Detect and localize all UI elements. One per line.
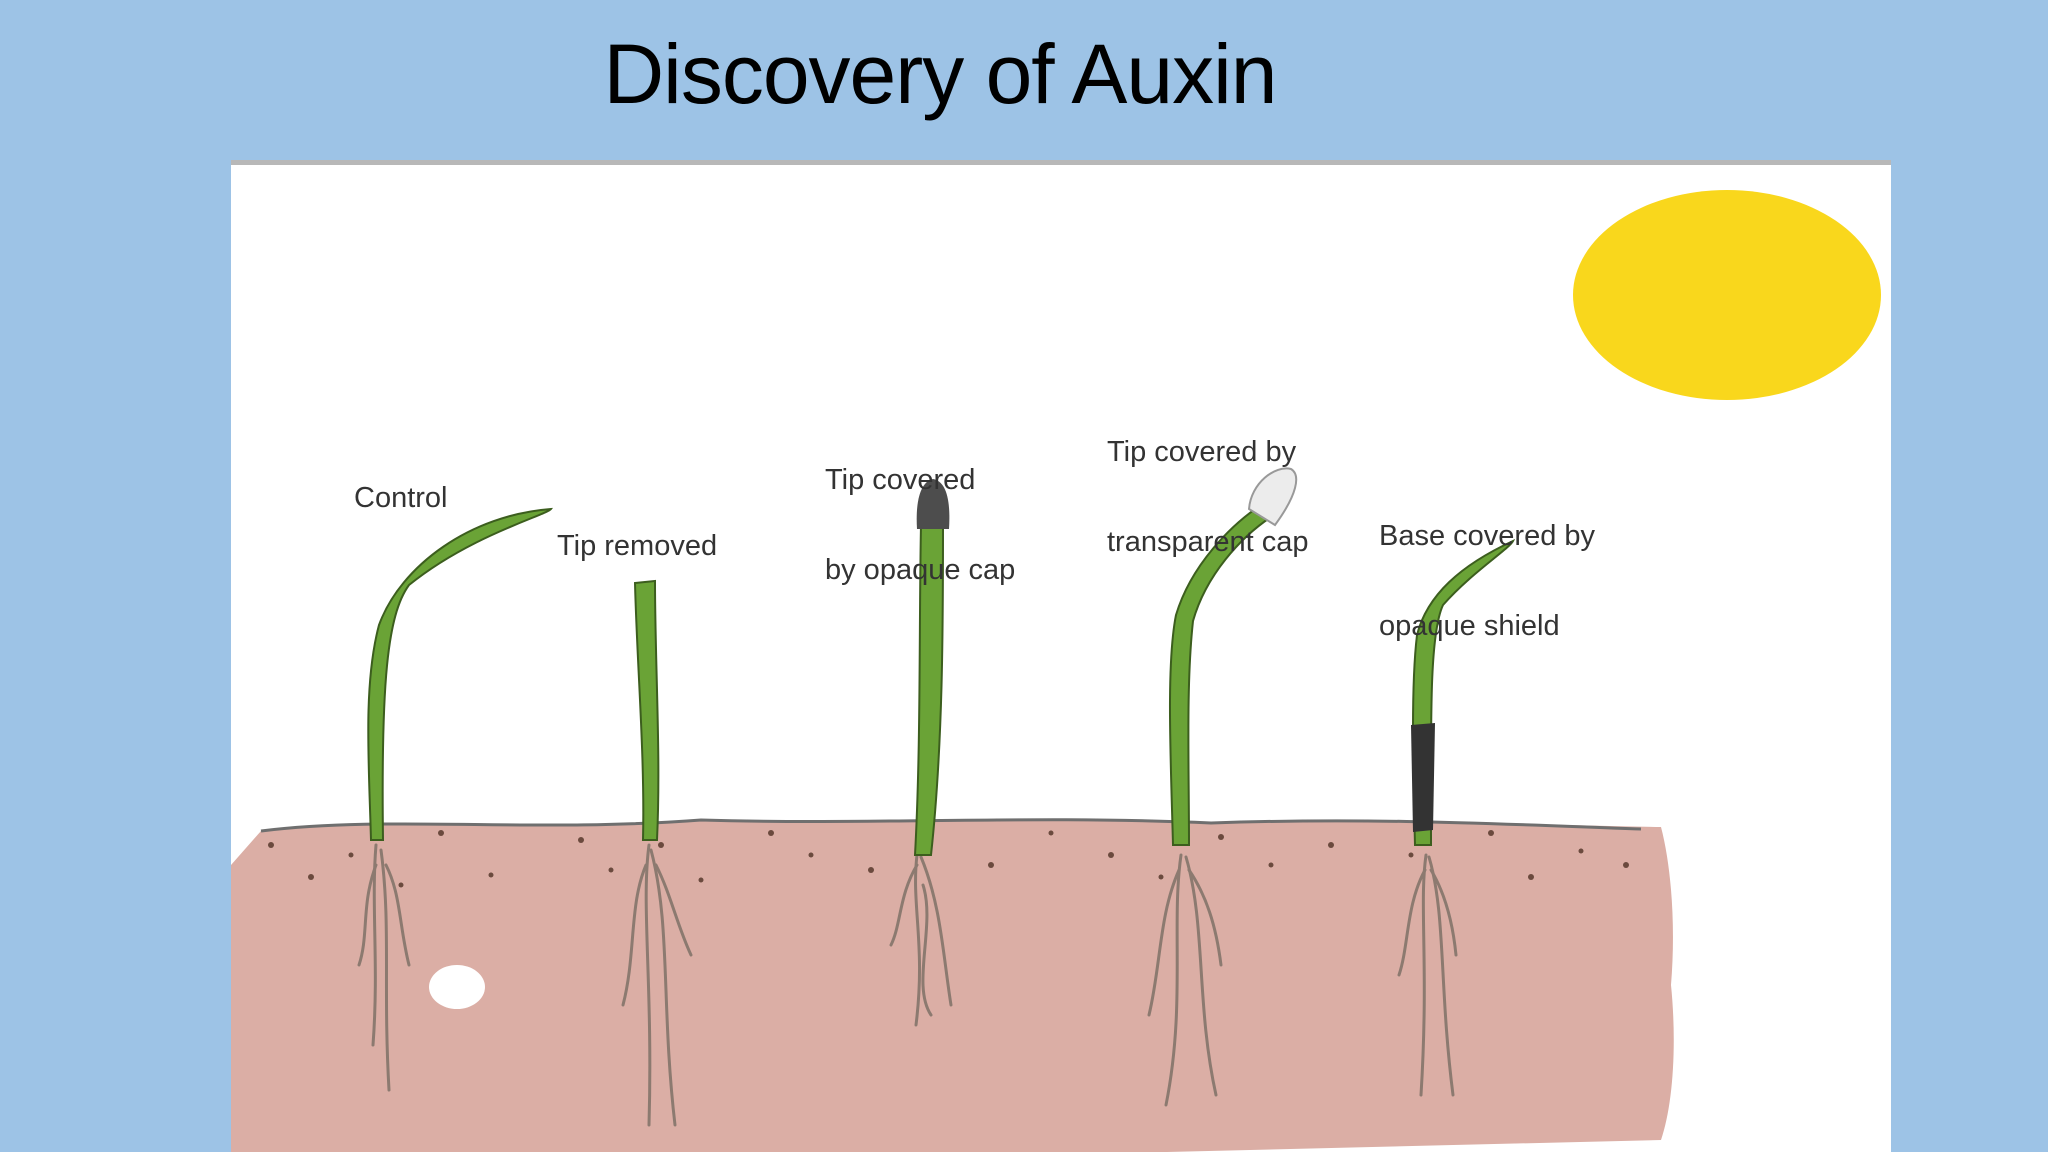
seedling-icon <box>633 579 660 841</box>
opaque-cap <box>916 479 950 529</box>
label-opaque-cap-line-2: by opaque cap <box>825 554 1016 586</box>
label-transparent-cap: Tip covered by transparent cap <box>1107 377 1309 617</box>
transparent-cap <box>1247 467 1298 527</box>
seedling-icon <box>367 507 553 841</box>
seedling-icon <box>1412 538 1516 846</box>
opaque-shield <box>1411 723 1435 832</box>
roots <box>357 843 1458 1127</box>
pebble-icon <box>429 965 485 1009</box>
seedling-icon <box>913 524 945 856</box>
label-opaque-shield-line-2: opaque shield <box>1379 610 1560 642</box>
auxin-experiment-figure: Control Tip removed Tip covered by opaqu… <box>231 160 1891 1152</box>
sun-icon <box>1573 190 1881 400</box>
soil-icon <box>231 819 1674 1152</box>
soil-specks <box>268 830 1629 888</box>
label-opaque-cap: Tip covered by opaque cap <box>825 405 1015 645</box>
label-tip-removed: Tip removed <box>557 530 718 562</box>
soil-surface-line <box>260 818 1642 833</box>
label-opaque-shield-line-1: Base covered by <box>1379 520 1596 552</box>
slide-title: Discovery of Auxin <box>603 27 1278 121</box>
label-opaque-shield: Base covered by opaque shield <box>1379 461 1595 701</box>
label-opaque-cap-line-1: Tip covered <box>825 464 976 496</box>
label-transparent-cap-line-1: Tip covered by <box>1107 436 1297 468</box>
label-transparent-cap-line-2: transparent cap <box>1107 526 1309 558</box>
label-control: Control <box>354 482 448 514</box>
experiment-illustration <box>231 190 1881 1152</box>
